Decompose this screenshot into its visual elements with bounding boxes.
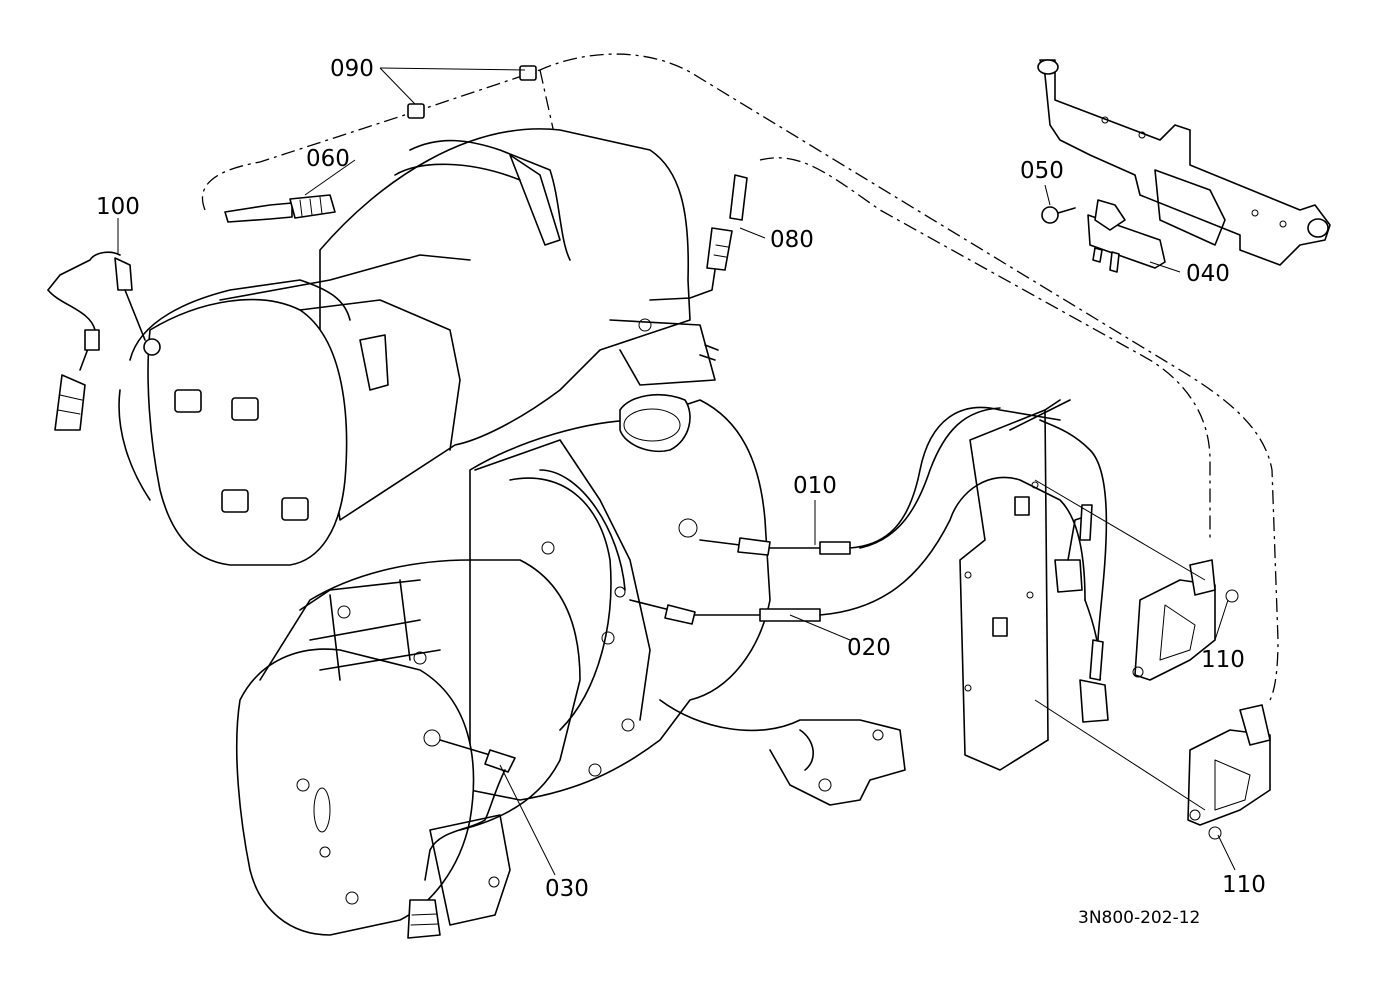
differential-pressure-sensor-040 — [1087, 199, 1166, 273]
exhaust-gas-temp-sensor-060 — [224, 194, 336, 223]
leader-lines — [117, 67, 1236, 876]
part-labels: 090 060 100 080 050 040 010 020 030 110 … — [96, 56, 1266, 928]
doc-scr-lower — [235, 394, 906, 936]
label-110-lower: 110 — [1222, 872, 1266, 898]
frame-bracket — [1037, 59, 1331, 266]
sensor-units-110 — [1132, 559, 1271, 840]
label-010: 010 — [793, 473, 837, 499]
label-050: 050 — [1020, 158, 1064, 184]
temp-sensor-010 — [699, 406, 1061, 556]
label-040: 040 — [1186, 261, 1230, 287]
dpf-muffler-upper — [118, 128, 719, 566]
drawing-code: 3N800-202-12 — [1078, 908, 1200, 928]
label-020: 020 — [847, 635, 891, 661]
label-080: 080 — [770, 227, 814, 253]
exhaust-gas-temp-sensor-080 — [649, 174, 748, 301]
bolt-050 — [1041, 206, 1076, 224]
bracket-connectors — [1039, 419, 1109, 723]
mounting-bracket — [959, 399, 1071, 771]
temperature-sensor-100 — [47, 251, 146, 431]
temp-sensor-030 — [407, 739, 516, 939]
label-060: 060 — [306, 146, 350, 172]
label-090: 090 — [330, 56, 374, 82]
label-100: 100 — [96, 194, 140, 220]
label-030: 030 — [545, 876, 589, 902]
label-110-upper: 110 — [1201, 647, 1245, 673]
